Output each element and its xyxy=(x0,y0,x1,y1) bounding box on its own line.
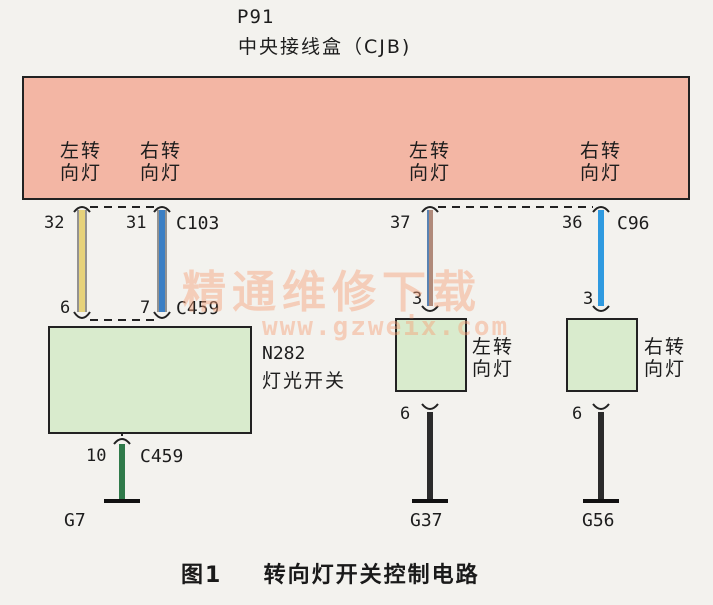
pin-3-left-lamp: 3 xyxy=(412,289,423,309)
ground-g7: G7 xyxy=(64,510,86,531)
light-switch-box xyxy=(48,326,252,434)
pin-32: 32 xyxy=(44,213,65,233)
cjb-label-right-turn-2: 右转向灯 xyxy=(580,140,623,184)
module-code: P91 xyxy=(237,6,275,28)
pin-31: 31 xyxy=(126,213,147,233)
module-name: 中央接线盒（CJB) xyxy=(238,36,412,58)
ground-g37: G37 xyxy=(410,510,443,531)
figure-title: 转向灯开关控制电路 xyxy=(263,563,480,588)
cjb-label-right-turn-1: 右转向灯 xyxy=(140,140,183,184)
right-turn-lamp-box xyxy=(566,318,638,392)
left-turn-lamp-box xyxy=(395,318,467,392)
pin-36: 36 xyxy=(562,213,583,233)
pin-6-left-lamp: 6 xyxy=(400,404,411,424)
lamp-label-right: 右转向灯 xyxy=(644,336,687,380)
pin-7-switch: 7 xyxy=(140,298,151,318)
pin-3-right-lamp: 3 xyxy=(583,289,594,309)
pin-6-switch: 6 xyxy=(60,298,71,318)
connector-c459-top: C459 xyxy=(176,298,220,319)
watermark-text: 精通维修下载 xyxy=(182,267,482,318)
figure-caption: 图1 转向灯开关控制电路 xyxy=(181,557,480,589)
switch-name: 灯光开关 xyxy=(262,370,347,392)
connector-c103: C103 xyxy=(176,213,220,234)
cjb-label-left-turn-1: 左转向灯 xyxy=(60,140,103,184)
central-junction-box xyxy=(22,76,690,200)
pin-6-right-lamp: 6 xyxy=(572,404,583,424)
watermark-url: www.gzweix.com xyxy=(262,312,510,342)
connector-c459-bottom: C459 xyxy=(140,446,184,467)
figure-number: 图1 xyxy=(181,563,223,588)
lamp-label-left: 左转向灯 xyxy=(472,336,515,380)
pin-10: 10 xyxy=(86,446,107,466)
ground-g56: G56 xyxy=(582,510,615,531)
switch-code: N282 xyxy=(262,343,306,364)
pin-37: 37 xyxy=(390,213,411,233)
connector-c96: C96 xyxy=(617,213,650,234)
cjb-label-left-turn-2: 左转向灯 xyxy=(409,140,452,184)
